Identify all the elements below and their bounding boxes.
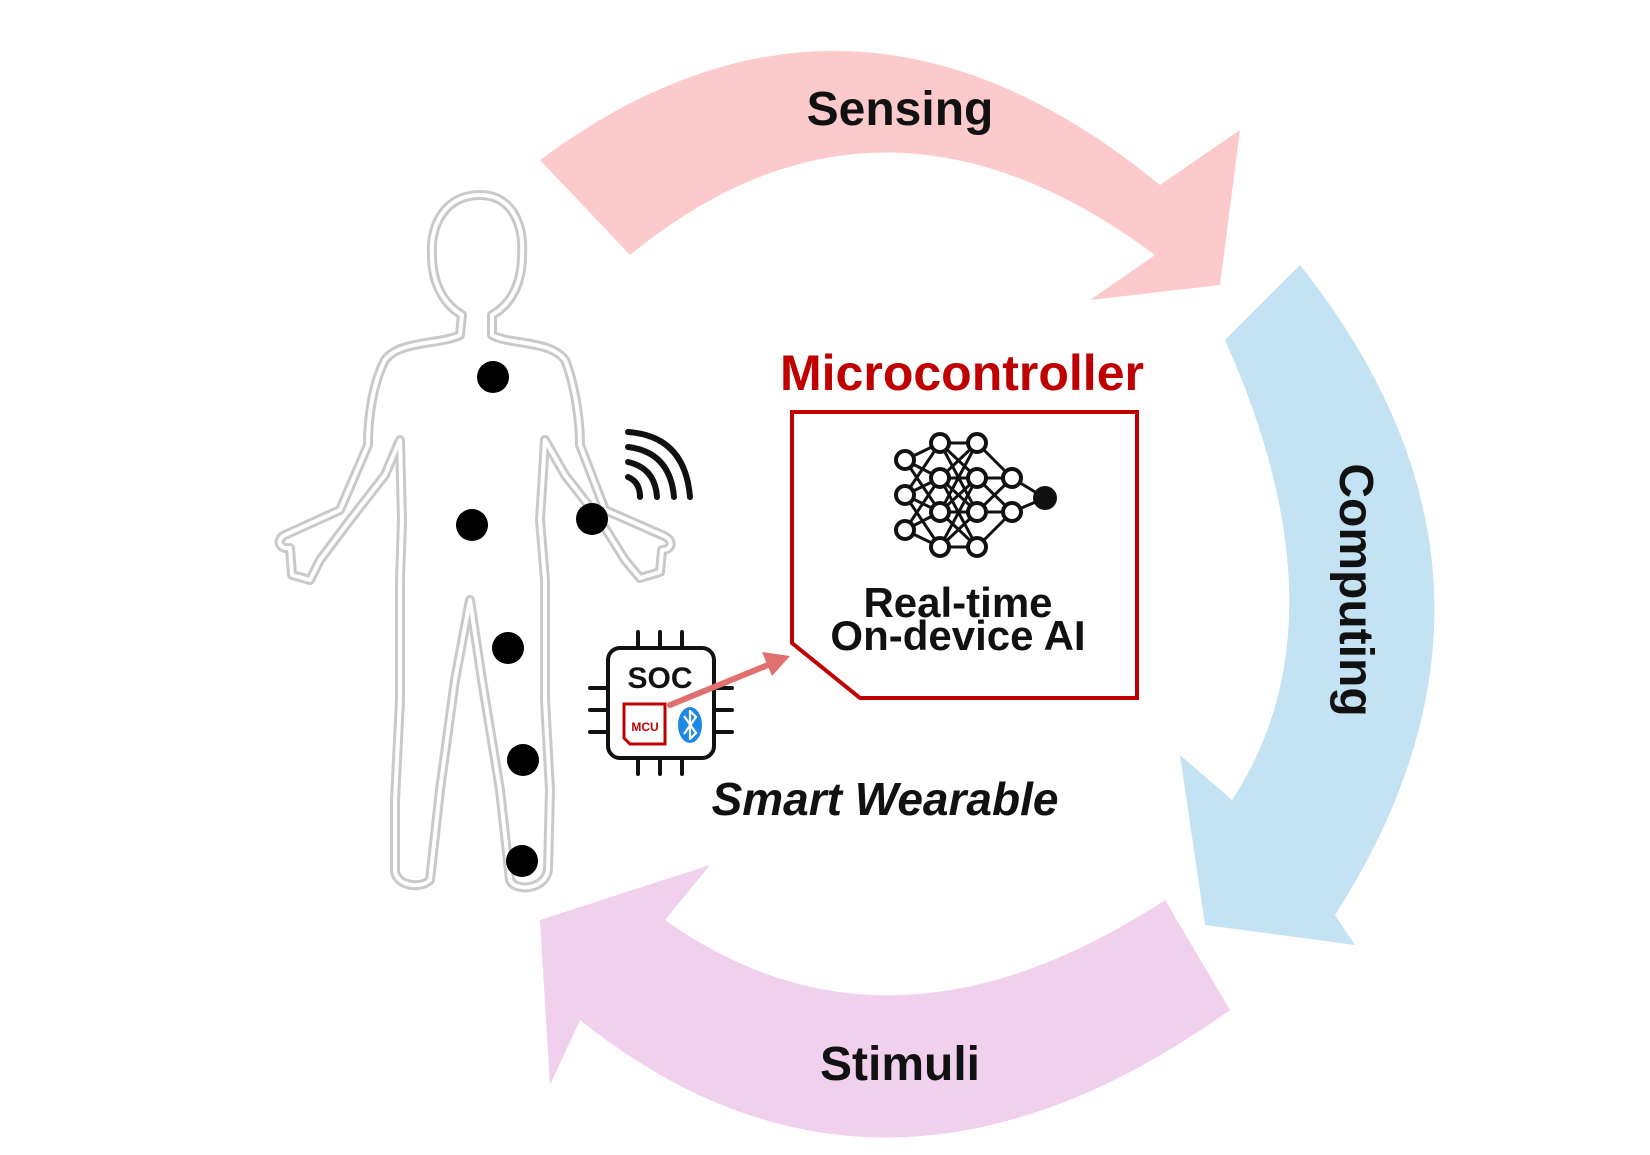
sensor-dot bbox=[507, 744, 539, 776]
microcontroller-title: Microcontroller bbox=[780, 345, 1144, 401]
sensor-dot bbox=[576, 503, 608, 535]
wireless-signal-icon bbox=[625, 429, 693, 500]
smart-wearable-label: Smart Wearable bbox=[712, 773, 1059, 825]
neural-network-icon bbox=[894, 432, 1057, 558]
sensor-dots bbox=[456, 361, 608, 877]
bluetooth-icon bbox=[678, 707, 702, 743]
sensing-arrow bbox=[540, 50, 1240, 301]
human-body-icon bbox=[274, 190, 676, 893]
mcu-label: MCU bbox=[631, 720, 658, 734]
computing-label: Computing bbox=[1329, 463, 1382, 716]
computing-arrow bbox=[1180, 265, 1435, 945]
on-device-ai-label: On-device AI bbox=[830, 612, 1085, 659]
sensor-dot bbox=[492, 632, 524, 664]
stimuli-arrow bbox=[540, 865, 1230, 1138]
chip-icon: SOC MCU bbox=[588, 630, 734, 776]
sensor-dot bbox=[477, 361, 509, 393]
sensing-label: Sensing bbox=[807, 83, 994, 136]
stimuli-label: Stimuli bbox=[820, 1038, 980, 1091]
sensor-dot bbox=[456, 509, 488, 541]
chip-to-mcu-arrow bbox=[667, 652, 790, 708]
microcontroller-box bbox=[790, 410, 1139, 700]
soc-label: SOC bbox=[627, 662, 692, 695]
realtime-label: Real-time bbox=[863, 579, 1052, 626]
sensor-dot bbox=[506, 845, 538, 877]
